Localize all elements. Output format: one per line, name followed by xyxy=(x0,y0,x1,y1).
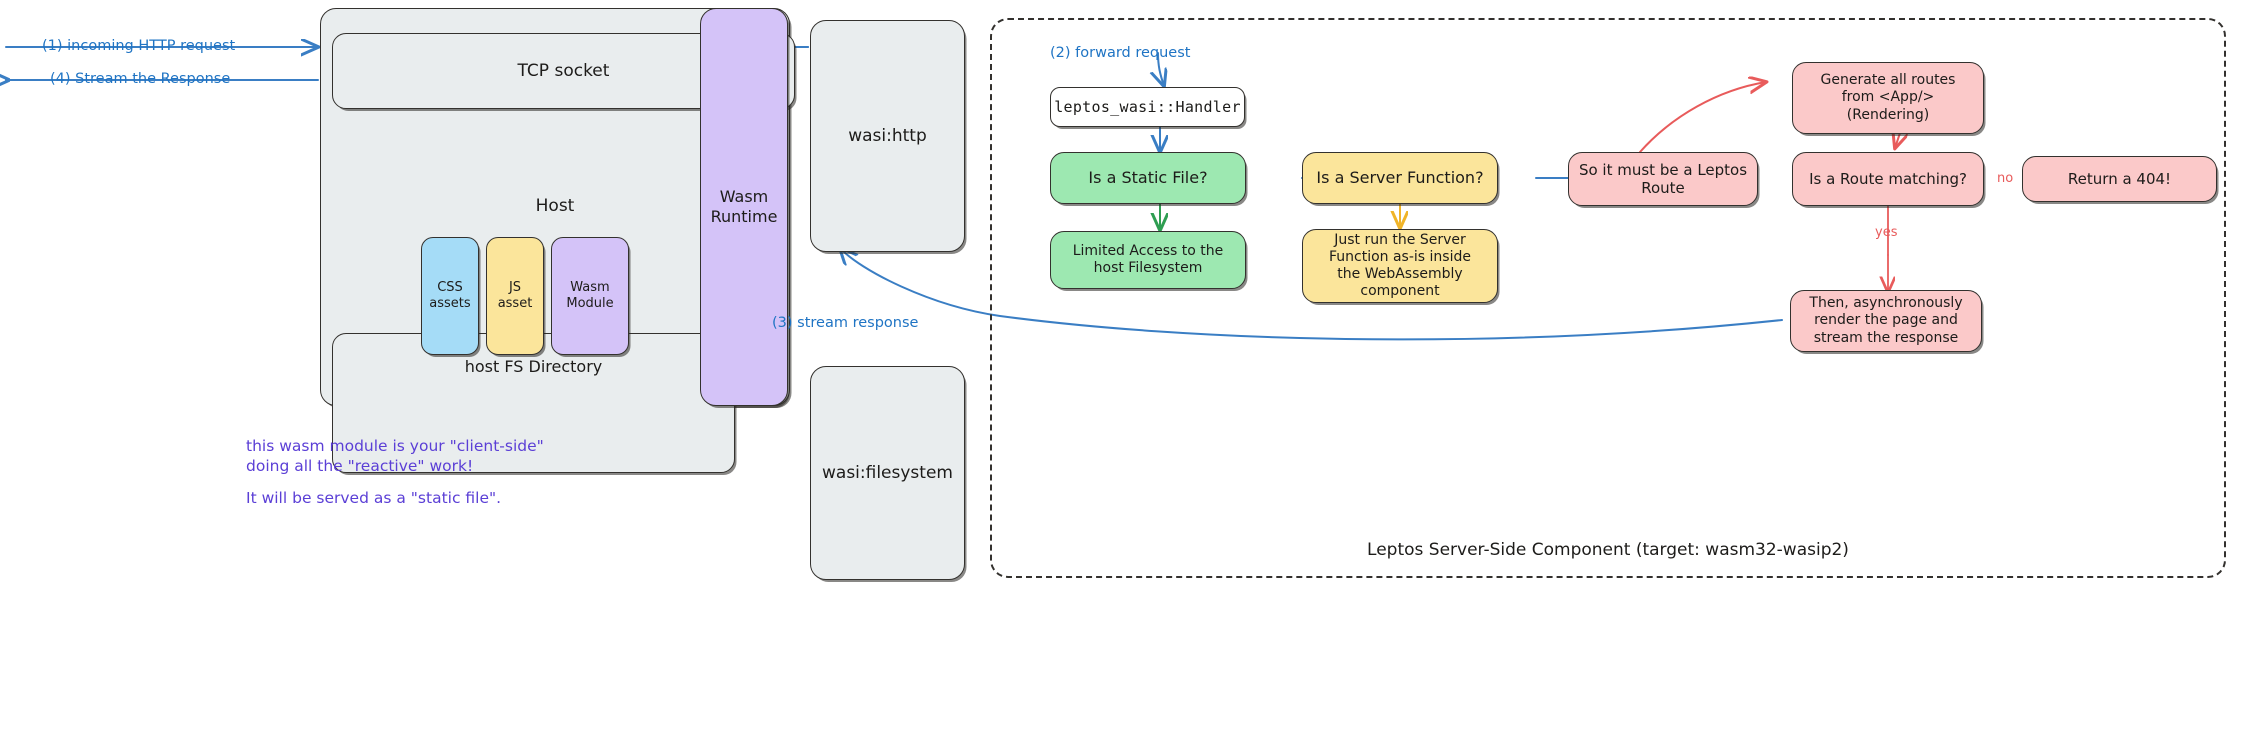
label-incoming-request: (1) incoming HTTP request xyxy=(42,38,236,54)
generate-routes-label: Generate all routes from <App/> (Renderi… xyxy=(1820,72,1956,123)
wasi-filesystem-box: wasi:filesystem xyxy=(810,366,965,580)
label-yes: yes xyxy=(1875,225,1898,240)
js-asset-label: JS asset xyxy=(497,280,533,311)
label-stream-the-response: (4) Stream the Response xyxy=(50,71,231,87)
host-label: Host xyxy=(535,196,575,216)
wasm-module-box: Wasm Module xyxy=(551,237,629,355)
wasi-http-label: wasi:http xyxy=(848,125,927,146)
just-run-server-fn-box: Just run the Server Function as-is insid… xyxy=(1302,229,1498,303)
limited-access-box: Limited Access to the host Filesystem xyxy=(1050,231,1246,289)
label-forward-request: (2) forward request xyxy=(1050,45,1191,61)
return-404-label: Return a 404! xyxy=(2067,169,2172,188)
limited-access-label: Limited Access to the host Filesystem xyxy=(1072,242,1224,276)
wasm-note-line-1: this wasm module is your "client-side" xyxy=(246,437,544,455)
is-static-file-label: Is a Static File? xyxy=(1088,168,1208,188)
generate-routes-box: Generate all routes from <App/> (Renderi… xyxy=(1792,62,1984,134)
async-render-box: Then, asynchronously render the page and… xyxy=(1790,290,1982,352)
just-run-server-fn-label: Just run the Server Function as-is insid… xyxy=(1328,231,1471,300)
leptos-component-caption: Leptos Server-Side Component (target: wa… xyxy=(1367,540,1849,560)
leptos-route-label: So it must be a Leptos Route xyxy=(1578,160,1748,197)
leptos-route-box: So it must be a Leptos Route xyxy=(1568,152,1758,206)
tcp-socket-label: TCP socket xyxy=(517,60,610,81)
is-server-function-label: Is a Server Function? xyxy=(1316,168,1484,188)
wasm-note-line-2: doing all the "reactive" work! xyxy=(246,457,474,475)
wasm-runtime-box: Wasm Runtime xyxy=(700,8,788,406)
css-assets-label: CSS assets xyxy=(429,280,471,311)
leptos-wasi-handler-box: leptos_wasi::Handler xyxy=(1050,87,1245,127)
label-no: no xyxy=(1997,171,2014,186)
is-route-matching-label: Is a Route matching? xyxy=(1809,169,1967,188)
handler-label: leptos_wasi::Handler xyxy=(1054,97,1241,116)
wasm-note-line-3: It will be served as a "static file". xyxy=(246,489,502,507)
wasm-module-label: Wasm Module xyxy=(566,280,614,311)
wasi-filesystem-label: wasi:filesystem xyxy=(822,462,953,483)
is-server-function-box: Is a Server Function? xyxy=(1302,152,1498,204)
is-route-matching-box: Is a Route matching? xyxy=(1792,152,1984,206)
css-assets-box: CSS assets xyxy=(421,237,479,355)
host-fs-directory-box xyxy=(332,333,735,473)
return-404-box: Return a 404! xyxy=(2022,156,2217,202)
leptos-component-region xyxy=(990,18,2226,578)
is-static-file-box: Is a Static File? xyxy=(1050,152,1246,204)
async-render-label: Then, asynchronously render the page and… xyxy=(1809,295,1963,346)
wasi-http-box: wasi:http xyxy=(810,20,965,252)
label-stream-response: (3) stream response xyxy=(772,315,919,331)
host-fs-directory-label: host FS Directory xyxy=(464,357,603,376)
js-asset-box: JS asset xyxy=(486,237,544,355)
wasm-runtime-label: Wasm Runtime xyxy=(710,187,778,226)
